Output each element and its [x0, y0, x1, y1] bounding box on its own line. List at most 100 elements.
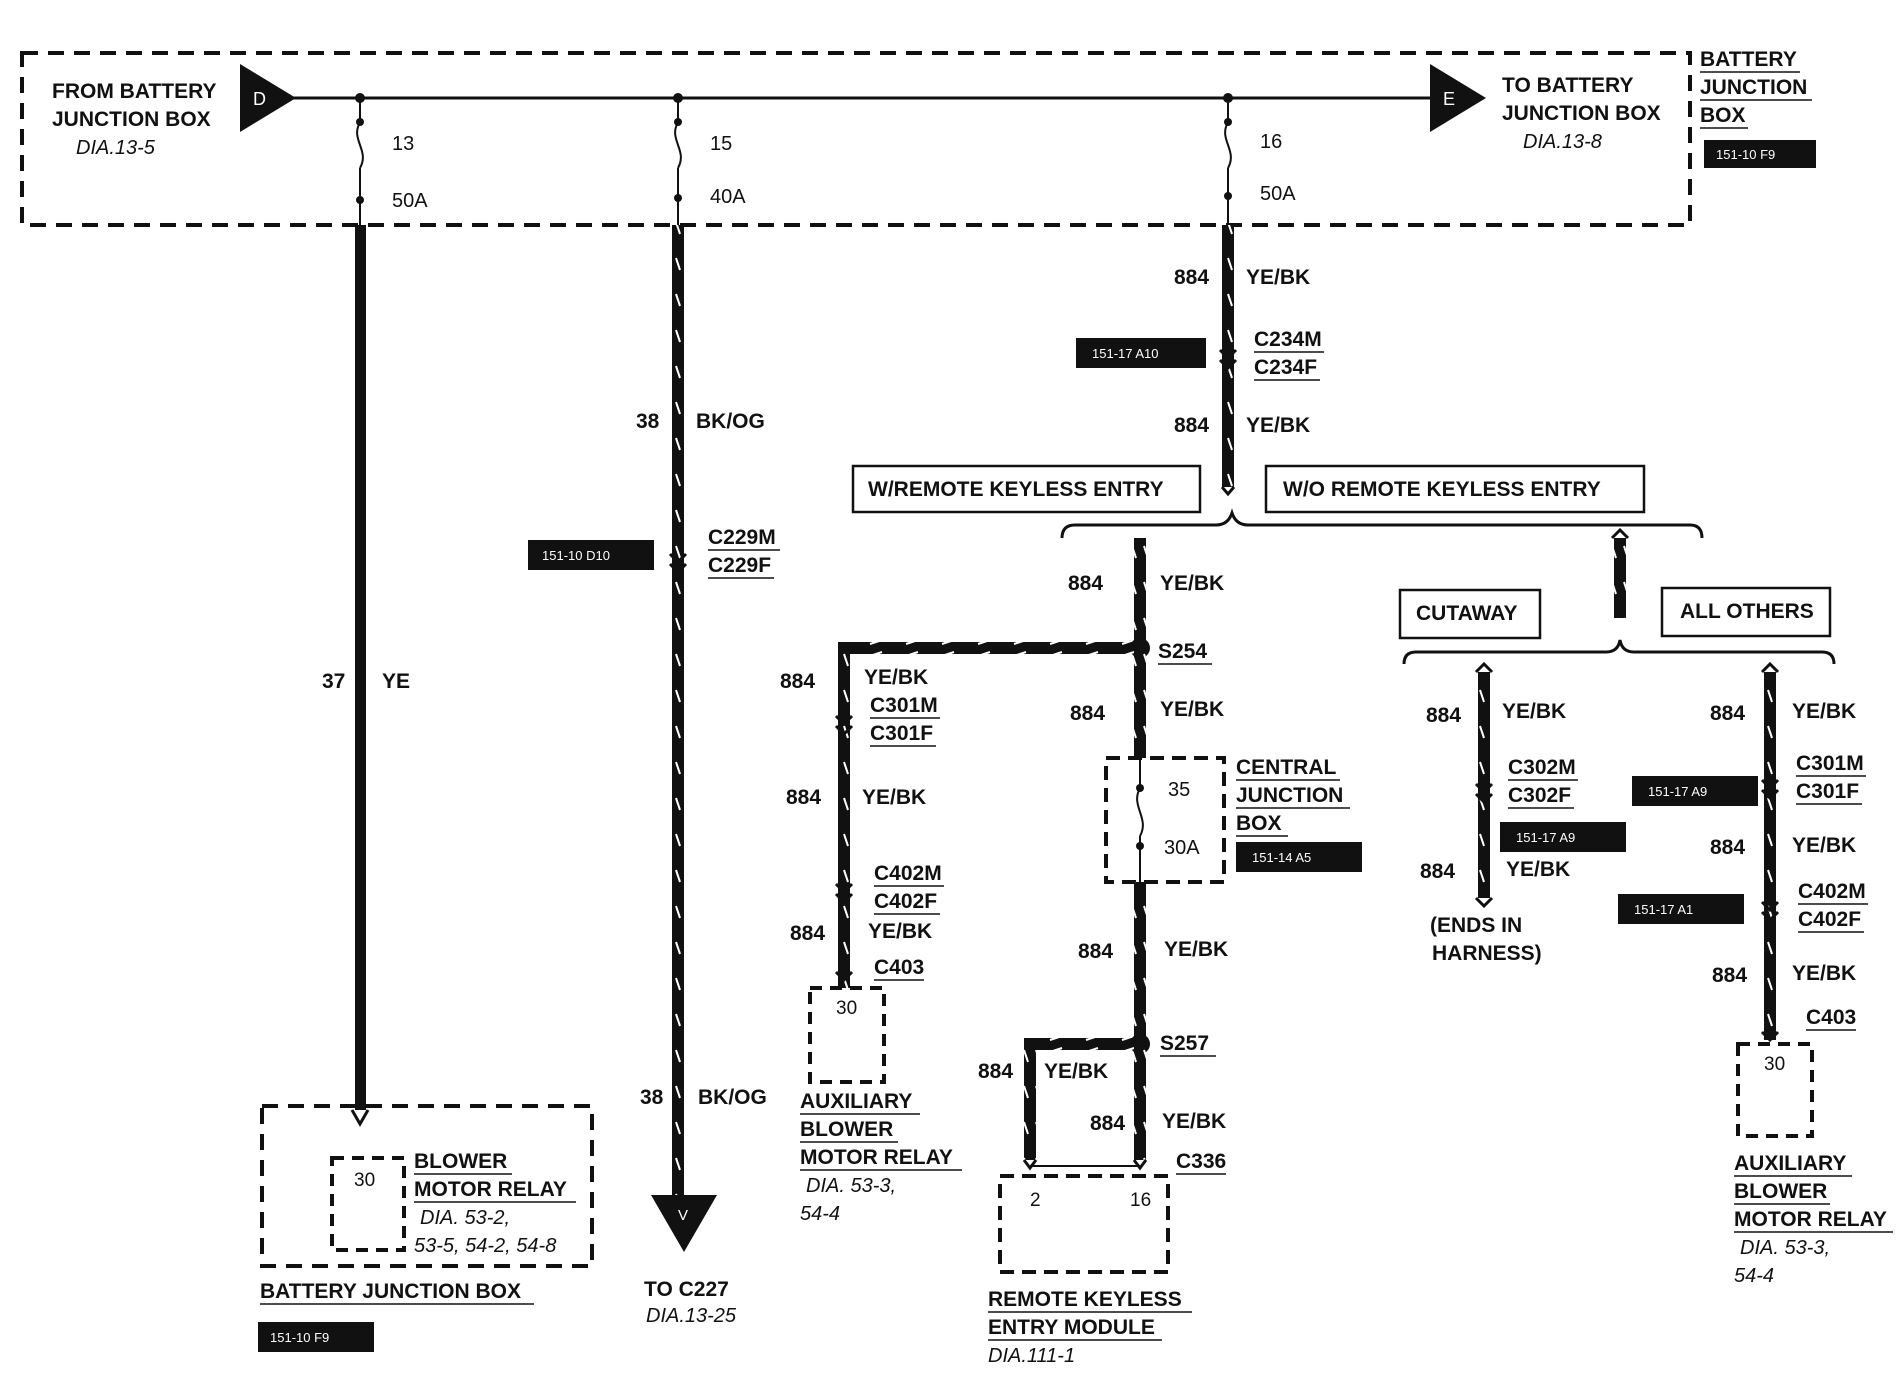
jb-box-label-1: BATTERY: [1700, 48, 1797, 71]
aux-relay-pin: 30: [836, 998, 857, 1019]
fuse-16-number: 16: [1260, 131, 1282, 153]
central-jb-outline: [1104, 756, 1226, 884]
wire-oth-3-circuit: 884: [1712, 964, 1747, 987]
blower-relay-label-2: MOTOR RELAY: [414, 1178, 567, 1201]
splice-s254-label: S254: [1158, 640, 1207, 663]
to-c227-label: TO C227: [644, 1278, 729, 1301]
wire-884-below-circuit: 884: [1174, 414, 1209, 437]
aux-c402f-label: C402F: [874, 890, 937, 913]
battery-jb-bottom-outline: [260, 1104, 594, 1268]
battery-jb-bottom-label: BATTERY JUNCTION BOX: [260, 1280, 521, 1303]
to-battery-label-1: TO BATTERY: [1502, 74, 1633, 97]
to-battery-label-2: JUNCTION BOX: [1502, 102, 1661, 125]
wire-rke-4-horizontal: [1024, 1038, 1138, 1050]
rke-module-label-1: REMOTE KEYLESS: [988, 1288, 1182, 1311]
wire-oth-1-circuit: 884: [1710, 702, 1745, 725]
wire-rke-3-circuit: 884: [1078, 940, 1113, 963]
wire-worke-trunk: [1614, 538, 1626, 618]
oth-relay-pin: 30: [1764, 1054, 1785, 1075]
blower-relay-dia-2: 53-5, 54-2, 54-8: [414, 1235, 556, 1257]
wire-aux-1: [838, 642, 850, 988]
oth-relay-label-2: BLOWER: [1734, 1180, 1827, 1203]
c229-ref-tag: [528, 540, 654, 570]
oth-c403-label: C403: [1806, 1006, 1856, 1029]
without-rke-label: W/O REMOTE KEYLESS ENTRY: [1283, 478, 1601, 501]
aux-relay-label-1: AUXILIARY: [800, 1090, 912, 1113]
aux-relay-pin-box: [808, 986, 886, 1084]
wire-aux-2-circuit: 884: [786, 786, 821, 809]
wire-rke-2: [1134, 648, 1146, 758]
central-jb-label-3: BOX: [1236, 812, 1282, 835]
wire-rke-2-circuit: 884: [1070, 702, 1105, 725]
wire-37-circuit: 37: [322, 670, 345, 693]
aux-c301f-label: C301F: [870, 722, 933, 745]
all-others-label: ALL OTHERS: [1680, 600, 1814, 623]
wire-37: [355, 225, 366, 1110]
wire-rke-4-color: YE/BK: [1044, 1060, 1108, 1083]
wire-rke-1: [1134, 538, 1146, 648]
from-battery-label-2: JUNCTION BOX: [52, 108, 211, 131]
wire-rke-2-color: YE/BK: [1160, 698, 1224, 721]
fuse-16: [1223, 93, 1233, 225]
connector-v-label: V: [678, 1207, 688, 1224]
c229m-label: C229M: [708, 526, 776, 549]
c234-ref-tag: [1076, 338, 1206, 368]
wire-rke-5-circuit: 884: [1090, 1112, 1125, 1135]
jb-box-label-3: BOX: [1700, 104, 1746, 127]
wire-rke-5: [1134, 1044, 1146, 1160]
with-rke-box: [851, 464, 1202, 514]
wire-37-color: YE: [382, 670, 410, 693]
blower-relay-label-1: BLOWER: [414, 1150, 507, 1173]
fuse-16-rating: 50A: [1260, 183, 1296, 205]
central-jb-ref-tag: [1236, 842, 1362, 872]
wire-rke-3-color: YE/BK: [1164, 938, 1228, 961]
c229f-label: C229F: [708, 554, 771, 577]
oth-c301-ref: 151-17 A9: [1648, 784, 1707, 799]
connector-e-label: E: [1443, 89, 1455, 109]
wire-oth-3-color: YE/BK: [1792, 962, 1856, 985]
aux-c403-label: C403: [874, 956, 924, 979]
fuse-35: [1136, 758, 1144, 882]
wire-aux-1-color: YE/BK: [864, 666, 928, 689]
wire-38-color-bottom: BK/OG: [698, 1086, 767, 1109]
oth-relay-label-1: AUXILIARY: [1734, 1152, 1846, 1175]
battery-jb-bottom-ref: 151-10 F9: [270, 1330, 329, 1345]
rke-module-dia: DIA.111-1: [988, 1345, 1075, 1367]
wire-aux-horizontal: [838, 642, 1140, 654]
with-rke-label: W/REMOTE KEYLESS ENTRY: [868, 478, 1164, 501]
connector-e-icon: [1430, 64, 1486, 132]
fuse-13: [355, 93, 365, 225]
central-jb-label-2: JUNCTION: [1236, 784, 1343, 807]
all-others-box: [1660, 586, 1832, 638]
jb-box-ref: 151-10 F9: [1716, 147, 1775, 162]
oth-c301-ref-tag: [1632, 776, 1758, 806]
c302m-label: C302M: [1508, 756, 1576, 779]
battery-junction-box-outline: [20, 51, 1692, 227]
wire-884-top-circuit: 884: [1174, 266, 1209, 289]
oth-c301f-label: C301F: [1796, 780, 1859, 803]
wire-rke-4-circuit: 884: [978, 1060, 1013, 1083]
wire-aux-3-color: YE/BK: [868, 920, 932, 943]
to-battery-dia: DIA.13-8: [1523, 131, 1602, 153]
rke-module-label-2: ENTRY MODULE: [988, 1316, 1155, 1339]
connector-d-icon: [240, 64, 296, 132]
aux-relay-dia-2: 54-4: [800, 1203, 840, 1225]
from-battery-dia: DIA.13-5: [76, 137, 156, 159]
aux-c402m-label: C402M: [874, 862, 942, 885]
fuse-35-number: 35: [1168, 779, 1190, 801]
fuse-13-number: 13: [392, 133, 414, 155]
rke-module-pin-16: 16: [1130, 1190, 1151, 1211]
oth-c402m-label: C402M: [1798, 880, 1866, 903]
wire-oth-2-circuit: 884: [1710, 836, 1745, 859]
wire-cut-1: [1478, 672, 1490, 898]
wire-rke-4: [1024, 1038, 1036, 1160]
c302-ref: 151-17 A9: [1516, 830, 1575, 845]
wire-cut-1-circuit: 884: [1426, 704, 1461, 727]
ends-in-harness-1: (ENDS IN: [1430, 914, 1522, 937]
fuse-15-number: 15: [710, 133, 732, 155]
c234-ref: 151-17 A10: [1092, 346, 1159, 361]
fuse-35-rating: 30A: [1164, 837, 1200, 859]
wire-cut-2-color: YE/BK: [1506, 858, 1570, 881]
wire-rke-1-circuit: 884: [1068, 572, 1103, 595]
